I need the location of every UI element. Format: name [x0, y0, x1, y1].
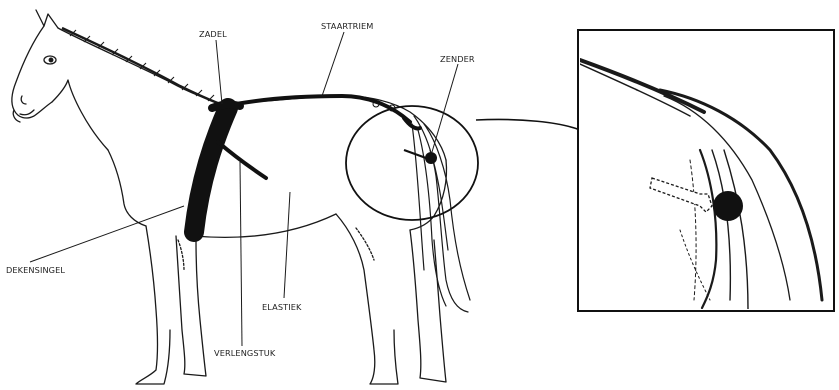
elastiek-leader — [284, 192, 290, 298]
label-verlengstuk: VERLENGSTUK — [214, 348, 276, 358]
staartriem-leader — [322, 32, 344, 96]
inset-panel — [578, 30, 834, 311]
harness-straps — [194, 96, 420, 232]
mane-illustration — [62, 28, 220, 104]
label-dekensingel: DEKENSINGEL — [6, 265, 65, 275]
zender-device — [404, 150, 437, 164]
staartriem-strap — [236, 96, 410, 122]
verlengstuk-leader — [240, 162, 242, 346]
label-staartriem: STAARTRIEM — [321, 21, 373, 31]
elastiek-strap — [218, 142, 266, 178]
leader-lines — [30, 32, 458, 346]
dekensingel-leader — [30, 206, 184, 262]
label-elastiek: ELASTIEK — [262, 302, 302, 312]
magnify-connector — [476, 119, 580, 130]
horse-illustration — [12, 10, 447, 384]
magnify-circle — [346, 106, 478, 220]
zender-leader — [432, 64, 458, 152]
label-zadel: ZADEL — [199, 29, 227, 39]
label-zender: ZENDER — [440, 54, 475, 64]
dekensingel-strap — [194, 108, 228, 232]
zadel-leader — [216, 40, 222, 104]
